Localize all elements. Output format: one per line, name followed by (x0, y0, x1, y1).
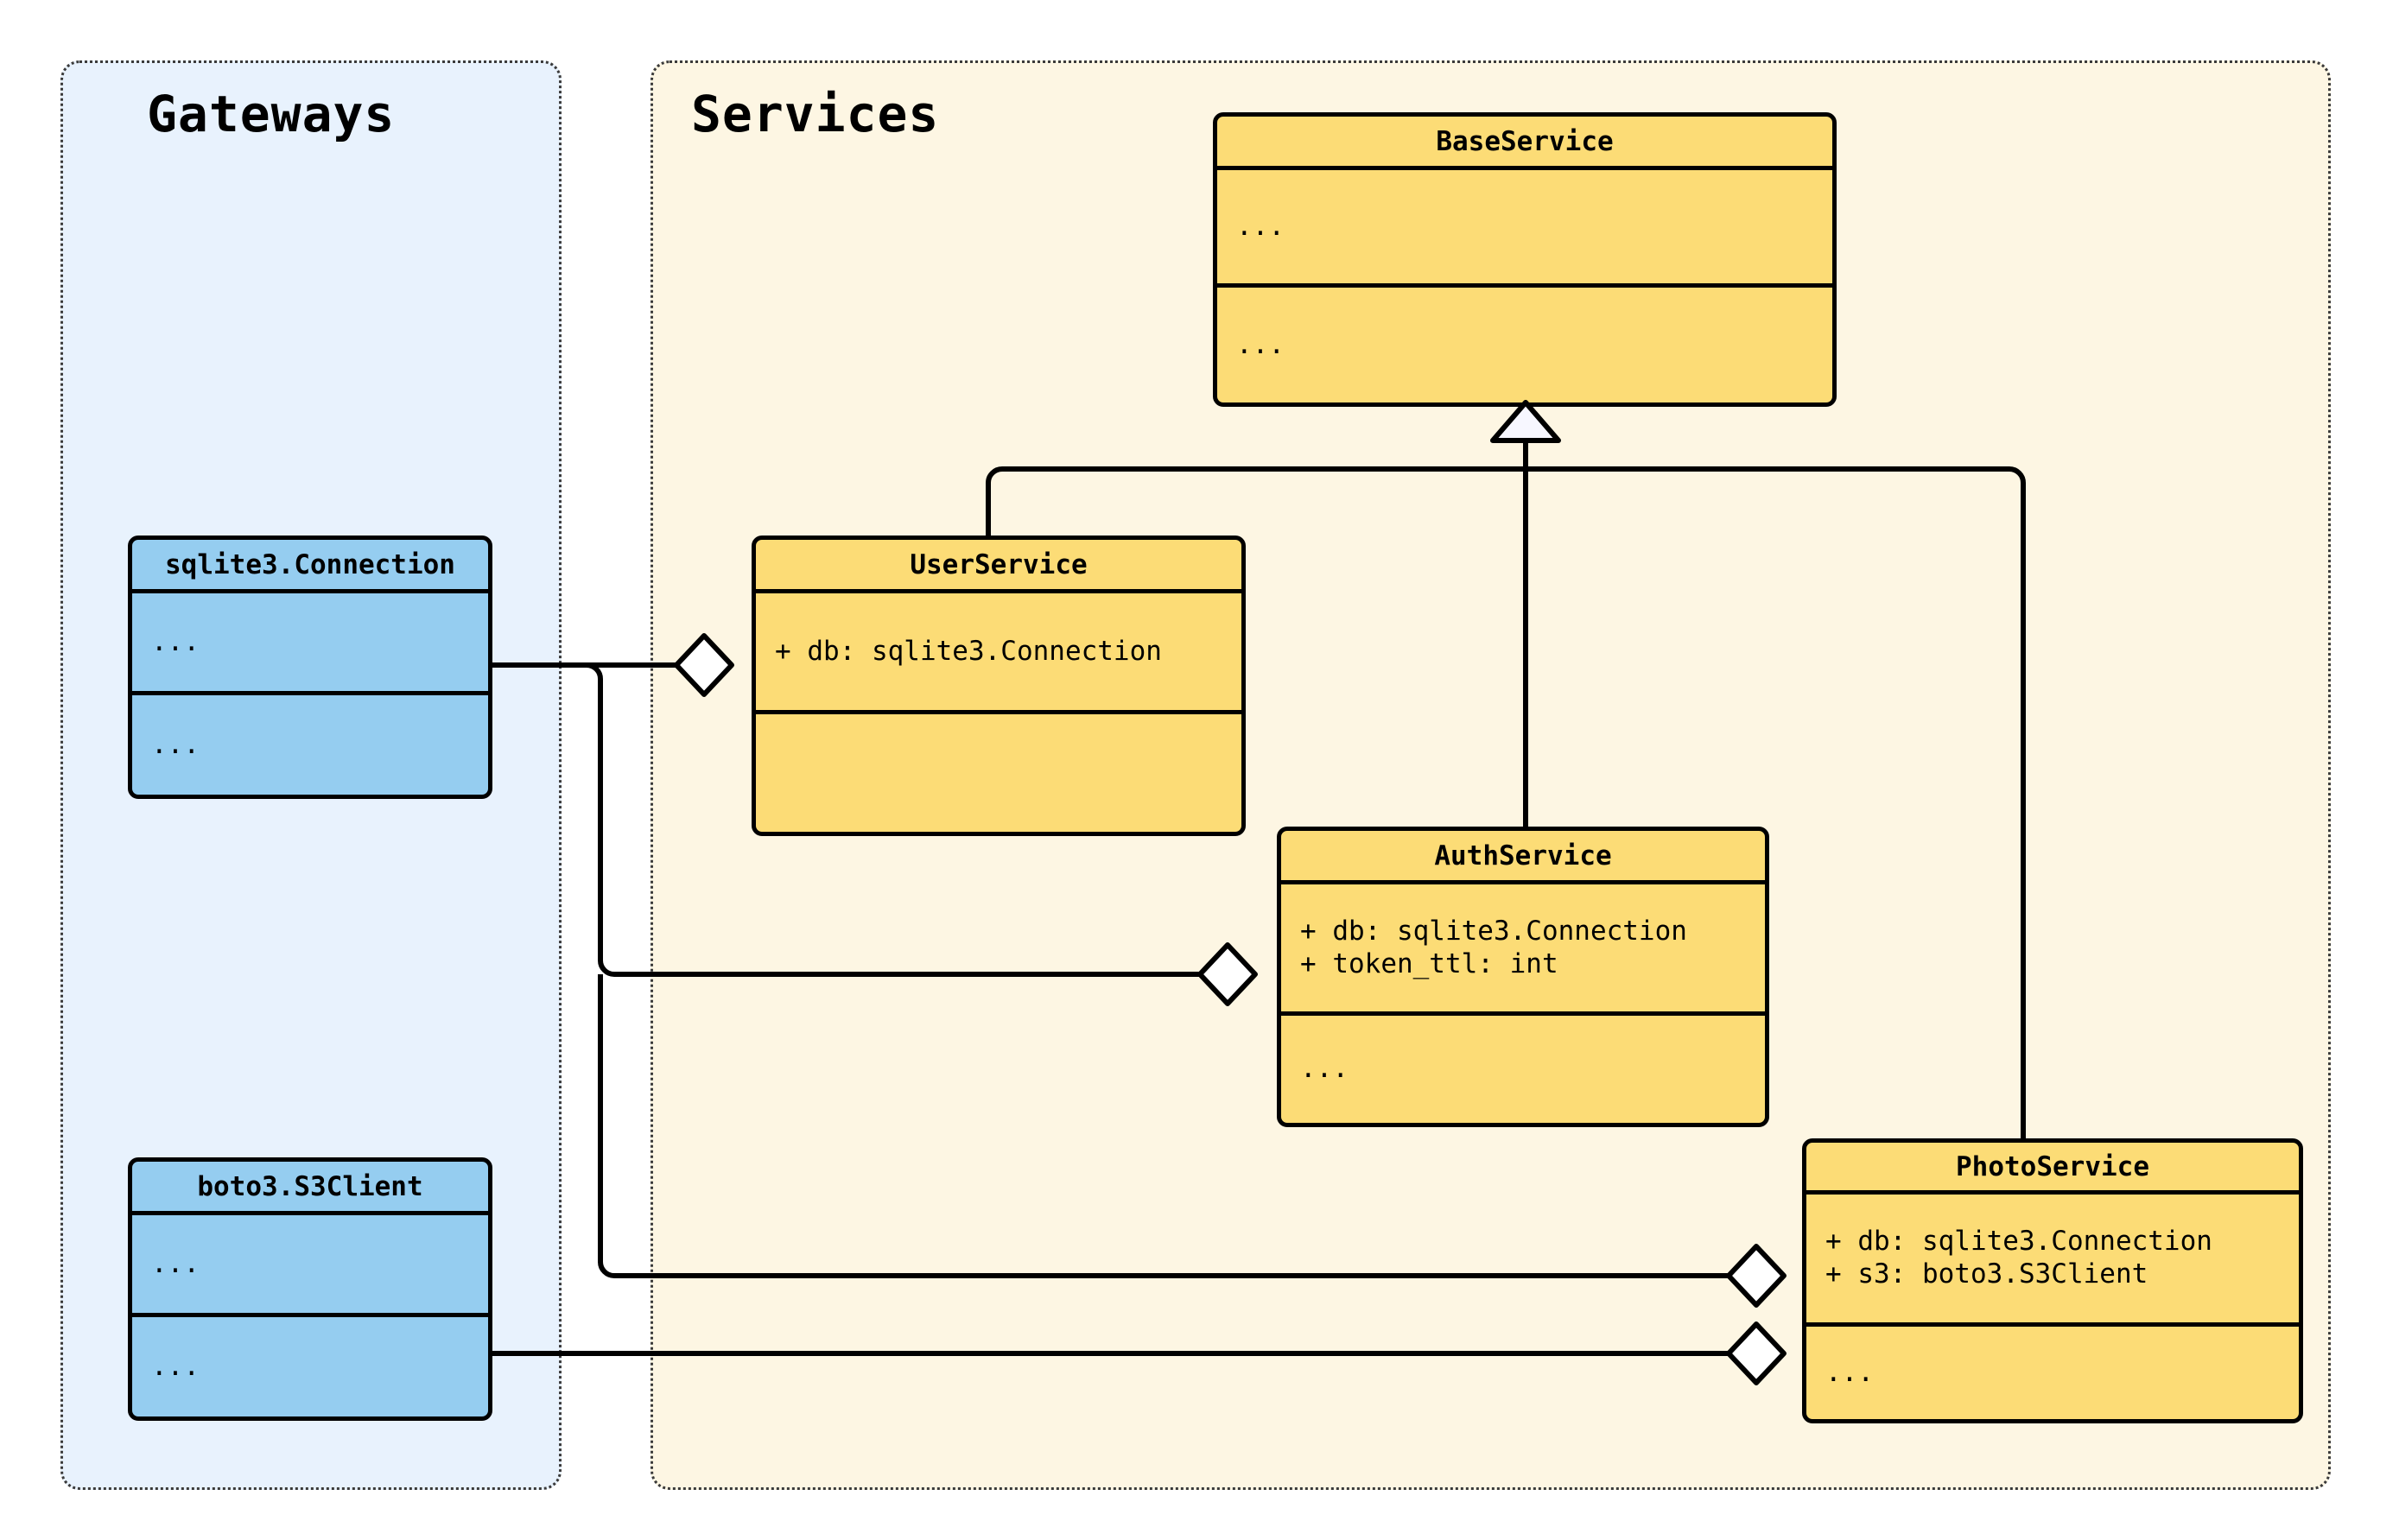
class-box-baseservice[interactable]: BaseService ... ... (1213, 112, 1837, 407)
class-attributes-authservice: + db: sqlite3.Connection + token_ttl: in… (1281, 884, 1765, 1016)
method-line: ... (151, 728, 200, 760)
class-attributes-photoservice: + db: sqlite3.Connection + s3: boto3.S3C… (1806, 1195, 2299, 1327)
class-methods-photoservice: ... (1806, 1327, 2299, 1419)
class-name-authservice: AuthService (1281, 831, 1765, 884)
method-line: ... (1825, 1356, 1874, 1388)
class-name-photoservice: PhotoService (1806, 1143, 2299, 1195)
class-name-boto3-s3client: boto3.S3Client (132, 1162, 488, 1215)
class-attributes-baseservice: ... (1217, 170, 1832, 288)
class-box-boto3-s3client[interactable]: boto3.S3Client ... ... (128, 1157, 492, 1421)
attribute-line: + db: sqlite3.Connection (1825, 1226, 2212, 1258)
attribute-line: + db: sqlite3.Connection (1300, 915, 1687, 947)
class-methods-boto3-s3client: ... (132, 1317, 488, 1416)
class-attributes-userservice: + db: sqlite3.Connection (756, 593, 1241, 714)
class-box-userservice[interactable]: UserService + db: sqlite3.Connection (752, 536, 1246, 836)
package-gateways-title: Gateways (147, 85, 396, 143)
class-attributes-boto3-s3client: ... (132, 1215, 488, 1317)
class-box-authservice[interactable]: AuthService + db: sqlite3.Connection + t… (1277, 827, 1769, 1127)
attribute-line: ... (151, 1247, 200, 1279)
attribute-line: ... (151, 625, 200, 657)
class-methods-userservice (756, 714, 1241, 832)
class-attributes-sqlite3-connection: ... (132, 593, 488, 695)
attribute-line: + s3: boto3.S3Client (1825, 1258, 2148, 1290)
method-line: ... (151, 1350, 200, 1382)
class-methods-authservice: ... (1281, 1016, 1765, 1123)
attribute-line: + token_ttl: int (1300, 947, 1558, 979)
method-line: ... (1236, 328, 1285, 360)
attribute-line: + db: sqlite3.Connection (775, 635, 1162, 667)
class-box-sqlite3-connection[interactable]: sqlite3.Connection ... ... (128, 536, 492, 799)
class-box-photoservice[interactable]: PhotoService + db: sqlite3.Connection + … (1802, 1138, 2303, 1423)
class-name-baseservice: BaseService (1217, 117, 1832, 170)
class-name-userservice: UserService (756, 540, 1241, 593)
class-name-sqlite3-connection: sqlite3.Connection (132, 540, 488, 593)
package-services-title: Services (691, 85, 940, 143)
method-line: ... (1300, 1053, 1349, 1085)
class-methods-baseservice: ... (1217, 288, 1832, 402)
attribute-line: ... (1236, 210, 1285, 242)
class-methods-sqlite3-connection: ... (132, 695, 488, 795)
